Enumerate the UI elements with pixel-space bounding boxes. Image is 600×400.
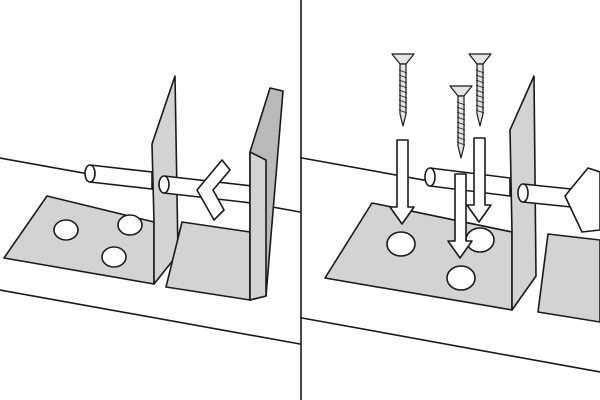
bracket-hole	[386, 231, 416, 257]
rod-front-cap	[158, 175, 170, 194]
surface-front-edge	[301, 317, 600, 373]
slide-direction-arrow	[196, 159, 231, 221]
bracket-left	[3, 75, 179, 285]
bracket-vertical-edge	[249, 151, 267, 301]
bracket-base-plate	[3, 195, 155, 285]
slide-direction-arrow	[564, 167, 600, 233]
bracket-base-plate	[165, 221, 251, 301]
screw	[449, 85, 473, 159]
rod-back-segment	[429, 167, 511, 197]
bracket-hole	[446, 265, 476, 291]
insert-direction-arrow	[447, 173, 473, 259]
bracket-hole	[465, 227, 495, 253]
rod-end-cap	[424, 167, 436, 187]
bracket-base-plate	[324, 202, 513, 311]
bracket-hole	[101, 246, 127, 268]
panel-step-1	[0, 75, 301, 345]
rod	[424, 167, 600, 233]
rod-end-cap	[84, 164, 96, 183]
bracket-right-partial	[537, 233, 600, 323]
insert-direction-arrow	[466, 137, 492, 223]
bracket-hole	[117, 214, 143, 236]
rod-back-segment	[89, 164, 153, 190]
insert-direction-arrow	[389, 139, 415, 225]
surface-front-edge	[0, 289, 301, 345]
rod-front-cap	[517, 183, 529, 203]
screw	[468, 53, 492, 127]
bracket-hole	[53, 219, 79, 241]
screw	[391, 53, 415, 127]
panel-step-2	[301, 53, 600, 373]
bracket-right	[165, 87, 284, 301]
